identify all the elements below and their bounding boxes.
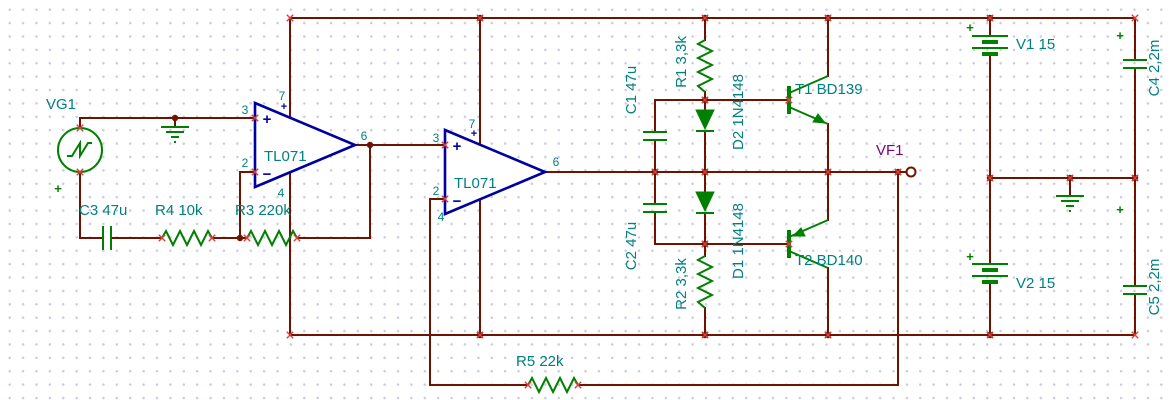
capacitor-c4[interactable]: + bbox=[1116, 28, 1147, 69]
capacitor-c5[interactable]: + bbox=[1116, 202, 1147, 295]
opamp1-noninv-sign: + bbox=[263, 111, 272, 128]
r5-label: R5 22k bbox=[516, 353, 564, 370]
capacitor-c3[interactable] bbox=[102, 226, 112, 250]
diode-d2[interactable] bbox=[695, 109, 715, 132]
opamp2-pin4: 4 bbox=[438, 210, 445, 224]
opamp1-label: TL071 bbox=[264, 148, 307, 165]
vf1-label: VF1 bbox=[876, 142, 904, 159]
vg1-source[interactable]: + bbox=[54, 127, 103, 196]
wire-transistor-net[interactable] bbox=[704, 17, 829, 336]
opamp1-vcc-sign: + bbox=[281, 101, 287, 113]
wire-coupling-net[interactable] bbox=[654, 99, 706, 245]
opamp1-symbol[interactable]: + − + TL071 bbox=[253, 101, 359, 189]
opamp1-inv-sign: − bbox=[263, 166, 272, 183]
c4-plus-sign: + bbox=[1116, 28, 1124, 43]
wire-feedback-net[interactable] bbox=[429, 171, 899, 386]
vg1-plus-sign: + bbox=[54, 181, 62, 196]
opamp2-label: TL071 bbox=[454, 175, 497, 192]
r2-label: R2 3,3k bbox=[673, 258, 690, 310]
r4-label: R4 10k bbox=[155, 202, 203, 219]
resistor-r4[interactable] bbox=[161, 228, 213, 248]
wire-input-net[interactable] bbox=[79, 117, 446, 239]
c2-label: C2 47u bbox=[623, 222, 640, 270]
opamp1-pin2: 2 bbox=[242, 156, 249, 170]
t1-label: T1 BD139 bbox=[795, 81, 863, 98]
capacitor-c1[interactable] bbox=[643, 131, 667, 141]
r3-label: R3 220k bbox=[235, 202, 291, 219]
v1-plus-sign: + bbox=[966, 20, 974, 35]
ground-icon-left[interactable] bbox=[161, 126, 189, 143]
opamp1-pin3: 3 bbox=[242, 103, 249, 117]
wire-opamp-power[interactable] bbox=[289, 17, 481, 336]
probe-vf1[interactable] bbox=[905, 166, 917, 178]
c5-plus-sign: + bbox=[1116, 202, 1124, 217]
opamp1-pin4: 4 bbox=[278, 186, 285, 200]
capacitor-c2[interactable] bbox=[643, 203, 667, 213]
resistor-r3[interactable] bbox=[246, 228, 298, 248]
resistor-r5[interactable] bbox=[527, 375, 579, 395]
c4-label: C4 2,2m bbox=[1146, 40, 1163, 97]
opamp1-pin7: 7 bbox=[279, 89, 286, 103]
v2-label: V2 15 bbox=[1016, 275, 1055, 292]
opamp2-noninv-sign: + bbox=[453, 138, 462, 155]
wire-psu-net[interactable] bbox=[989, 17, 1136, 336]
opamp2-symbol[interactable]: + − + TL071 bbox=[443, 128, 549, 216]
v2-plus-sign: + bbox=[966, 249, 974, 264]
opamp2-pin6: 6 bbox=[553, 155, 560, 169]
opamp2-pin2: 2 bbox=[433, 184, 440, 198]
opamp2-pin7: 7 bbox=[469, 117, 476, 131]
resistor-r1[interactable] bbox=[695, 39, 715, 93]
d1-label: D1 1N4148 bbox=[730, 203, 747, 279]
battery-v2[interactable]: + bbox=[966, 249, 1008, 284]
t2-label: T2 BD140 bbox=[795, 252, 863, 269]
opamp2-vcc-sign: + bbox=[471, 128, 477, 140]
transistor-t2[interactable] bbox=[787, 219, 829, 269]
c3-label: C3 47u bbox=[79, 202, 127, 219]
opamp2-pin3: 3 bbox=[433, 131, 440, 145]
opamp2-inv-sign: − bbox=[453, 193, 462, 210]
c1-label: C1 47u bbox=[623, 66, 640, 114]
r1-label: R1 3,3k bbox=[673, 36, 690, 88]
v1-label: V1 15 bbox=[1016, 36, 1055, 53]
diode-d1[interactable] bbox=[695, 191, 715, 214]
resistor-r2[interactable] bbox=[695, 255, 715, 309]
vg1-label: VG1 bbox=[46, 96, 76, 113]
ground-icon-right[interactable] bbox=[1056, 195, 1084, 212]
c5-label: C5 2,2m bbox=[1146, 259, 1163, 316]
battery-v1[interactable]: + bbox=[966, 20, 1008, 56]
opamp1-pin6: 6 bbox=[361, 129, 368, 143]
d2-label: D2 1N4148 bbox=[730, 74, 747, 150]
